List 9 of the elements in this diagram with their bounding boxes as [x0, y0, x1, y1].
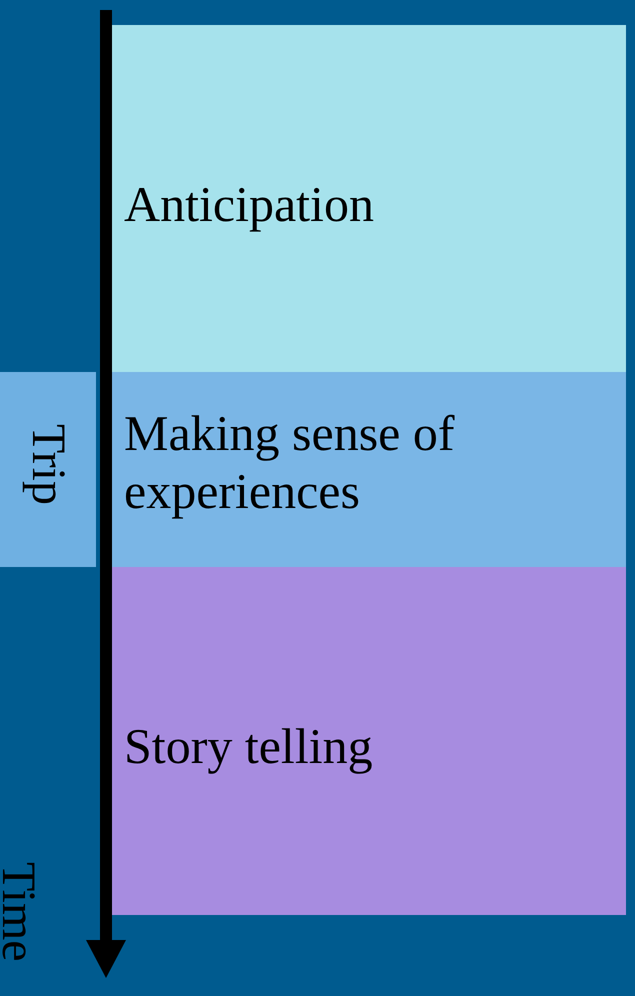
phase-band [112, 372, 626, 567]
phase-band [112, 567, 626, 915]
trip-band [0, 372, 96, 567]
phase-band [112, 25, 626, 372]
phase-label: Story telling [124, 717, 374, 775]
axis-label: Time [0, 862, 46, 962]
phase-label: Anticipation [124, 175, 375, 233]
phase-label: Making sense of experiences [124, 404, 456, 520]
phase-label: Trip [21, 424, 76, 505]
